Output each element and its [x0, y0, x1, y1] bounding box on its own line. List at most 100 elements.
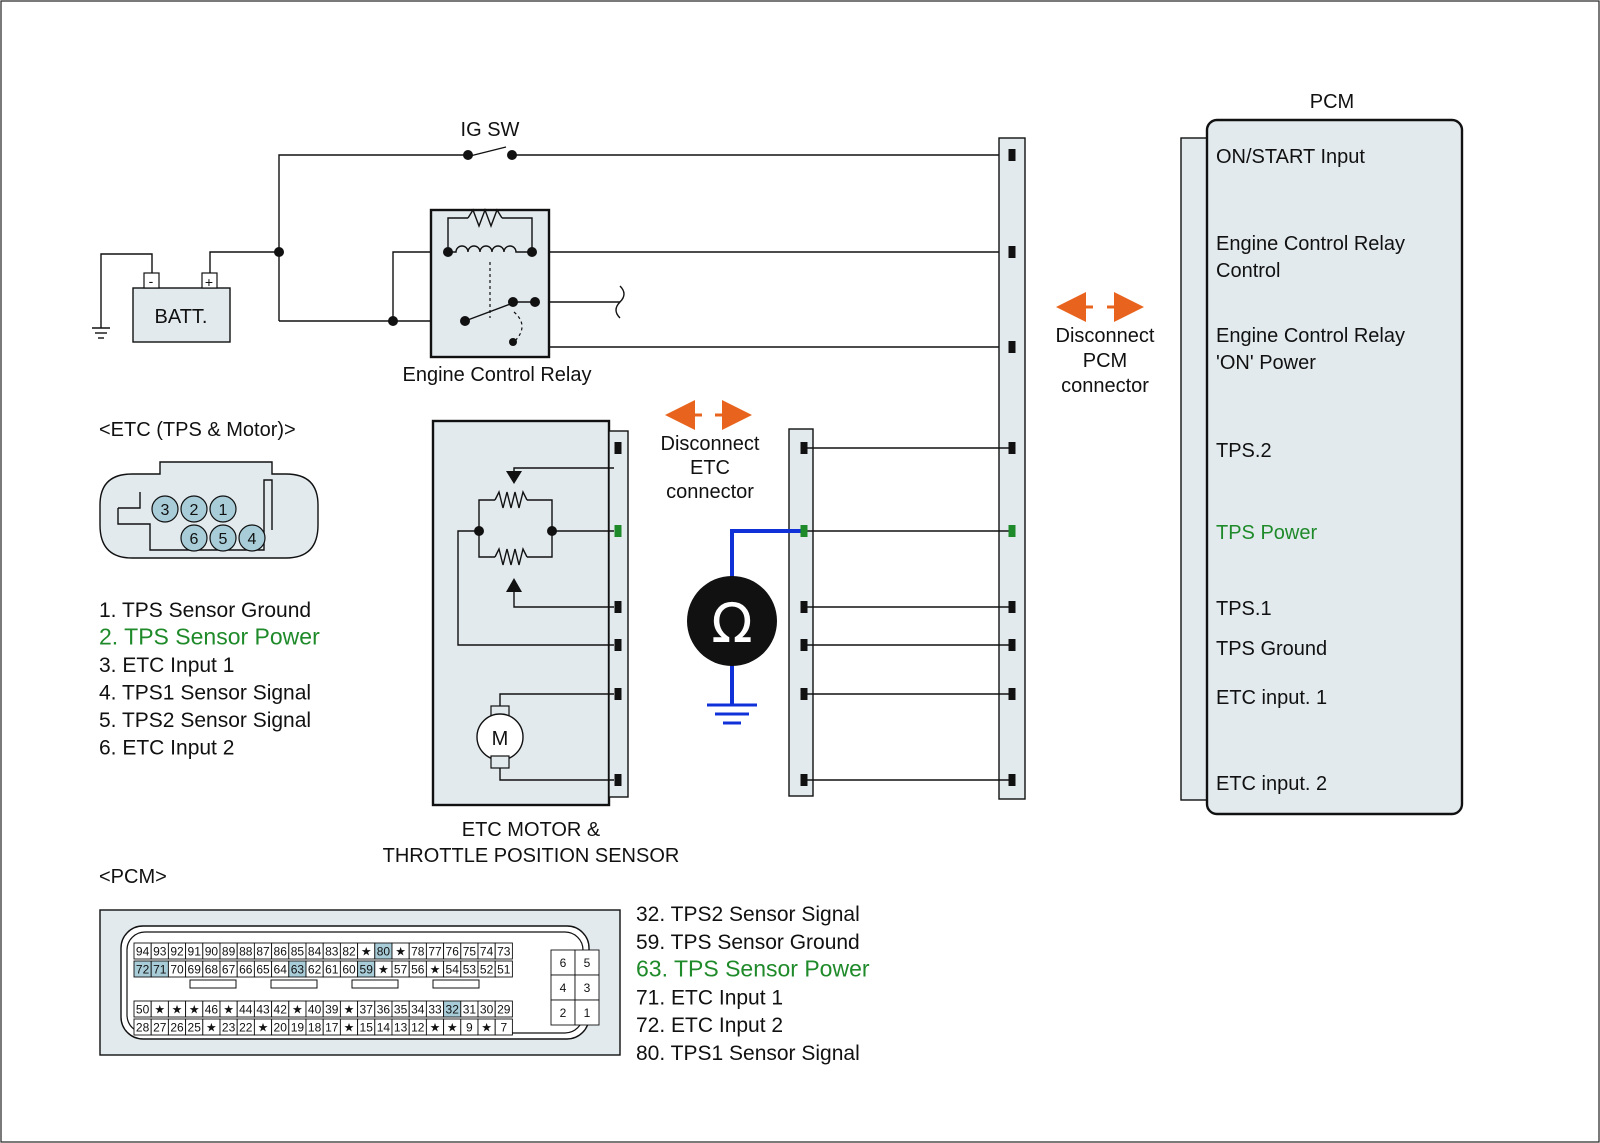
pcm-pin-number: 27 [153, 1021, 167, 1035]
pcm-input-label: TPS Power [1216, 522, 1317, 544]
pcm-pin-number: 59 [360, 963, 374, 977]
pcm-pin-number: 63 [291, 963, 305, 977]
pcm-pin-number: 62 [308, 963, 322, 977]
pcm-pin-number: 51 [497, 963, 511, 977]
pcm-pin-number: ★ [223, 1003, 234, 1017]
pcm-pin-number: 23 [222, 1021, 236, 1035]
pcm-pin-number: 93 [153, 945, 167, 959]
etc-pin [238, 524, 266, 552]
pcm-pin-number: 83 [325, 945, 339, 959]
pcm-side-pin-cell [550, 974, 576, 1001]
pcm-pin-number: 88 [239, 945, 253, 959]
pcm-pin-list-item: 80. TPS1 Sensor Signal [636, 1042, 860, 1065]
pcm-pin-cell [494, 1000, 513, 1018]
pcm-pin-number: 12 [411, 1021, 425, 1035]
pcm-pin-cell [494, 942, 513, 960]
pcm-pin-number: 65 [256, 963, 270, 977]
etc-pin-list-item: 1. TPS Sensor Ground [99, 599, 311, 622]
pcm-pin-number: 77 [428, 945, 442, 959]
disconnect-etc-line: Disconnect [661, 433, 760, 455]
engine-control-relay [429, 208, 551, 359]
etc-connector-face [99, 461, 319, 559]
disconnect-pcm-line: connector [1061, 375, 1149, 397]
pcm-pin-number: 34 [411, 1003, 425, 1017]
pcm-side-pin-cell [550, 949, 576, 976]
etc-connector-title: <ETC (TPS & Motor)> [99, 419, 296, 441]
pcm-side-pin-number: 3 [584, 981, 591, 995]
pcm-input-label: ETC input. 2 [1216, 773, 1327, 795]
terminal [1008, 341, 1016, 353]
pcm-pin-number: 25 [188, 1021, 202, 1035]
pcm-pin-list-item: 59. TPS Sensor Ground [636, 931, 860, 954]
etc-pin [180, 524, 208, 552]
pcm-pin-number: ★ [154, 1003, 165, 1017]
motor-label: M [492, 728, 509, 750]
terminal [800, 639, 808, 651]
pcm-connector-title: <PCM> [99, 866, 167, 888]
pcm-pin-number: ★ [481, 1021, 492, 1035]
ig-switch-label: IG SW [461, 119, 520, 141]
pcm-pin-list-item: 32. TPS2 Sensor Signal [636, 903, 860, 926]
disconnect-pcm-line: PCM [1083, 350, 1127, 372]
terminal [614, 774, 622, 786]
pcm-pin-number: 64 [274, 963, 288, 977]
pcm-pin-number: 39 [325, 1003, 339, 1017]
pcm-pin-number: ★ [172, 1003, 183, 1017]
pcm-pin-number: 69 [188, 963, 202, 977]
pcm-pin-number: ★ [430, 1021, 441, 1035]
pcm-title: PCM [1310, 91, 1354, 113]
pcm-input-label: 'ON' Power [1216, 352, 1316, 374]
pcm-input-label: TPS.2 [1216, 440, 1272, 462]
pcm-pin-number: 54 [446, 963, 460, 977]
etc-pin-list-item: 3. ETC Input 1 [99, 654, 234, 677]
terminal [614, 639, 622, 651]
harness-wires [804, 447, 1012, 781]
pcm-pin-list-item: 71. ETC Input 1 [636, 986, 783, 1009]
terminal [1008, 525, 1016, 537]
terminal [800, 774, 808, 786]
pcm-side-pin-number: 2 [560, 1006, 567, 1020]
pcm-pin-number: 33 [428, 1003, 442, 1017]
etc-pin-list-item: 5. TPS2 Sensor Signal [99, 709, 311, 732]
pcm-pin-number: 56 [411, 963, 425, 977]
disconnect-etc-line: ETC [690, 457, 730, 479]
terminal [1008, 246, 1016, 258]
pcm-pin-list-item: 72. ETC Input 2 [636, 1014, 783, 1037]
pcm-pin-cell [494, 1018, 513, 1036]
pcm-pin-number: 46 [205, 1003, 219, 1017]
power-wiring [274, 146, 1012, 348]
pcm-pin-number: 76 [446, 945, 460, 959]
battery: BATT. - + [92, 251, 279, 343]
pcm-pin-number: 78 [411, 945, 425, 959]
pcm-pin-number: 32 [446, 1003, 460, 1017]
pcm-pin-number: 15 [360, 1021, 374, 1035]
pcm-input-label: TPS Ground [1216, 638, 1327, 660]
pcm-pin-number: ★ [378, 963, 389, 977]
terminal [614, 601, 622, 613]
pcm-pin-number: 28 [136, 1021, 150, 1035]
pcm-pin-number: ★ [447, 1021, 458, 1035]
pcm-pin-list: 32. TPS2 Sensor Signal 59. TPS Sensor Gro… [636, 903, 870, 1065]
pcm-input-label: ON/START Input [1216, 146, 1365, 168]
pcm-input-label: Engine Control Relay [1216, 325, 1405, 347]
pcm-pin-number: ★ [206, 1021, 217, 1035]
etc-motor-tps-block: M [431, 419, 629, 807]
etc-pin-list-item: 4. TPS1 Sensor Signal [99, 682, 311, 705]
etc-pin-list-item: 6. ETC Input 2 [99, 737, 234, 760]
etc-block-label-2: THROTTLE POSITION SENSOR [383, 845, 680, 867]
etc-pin-number: 1 [219, 502, 228, 519]
pcm-pin-number: 60 [342, 963, 356, 977]
pcm-side-pin-number: 4 [560, 981, 567, 995]
terminal [614, 442, 622, 454]
terminal [1008, 149, 1016, 161]
etc-pin [209, 495, 237, 523]
pcm-side-pin-cell [574, 949, 600, 976]
etc-block-label-1: ETC MOTOR & [462, 819, 601, 841]
etc-pin [209, 524, 237, 552]
